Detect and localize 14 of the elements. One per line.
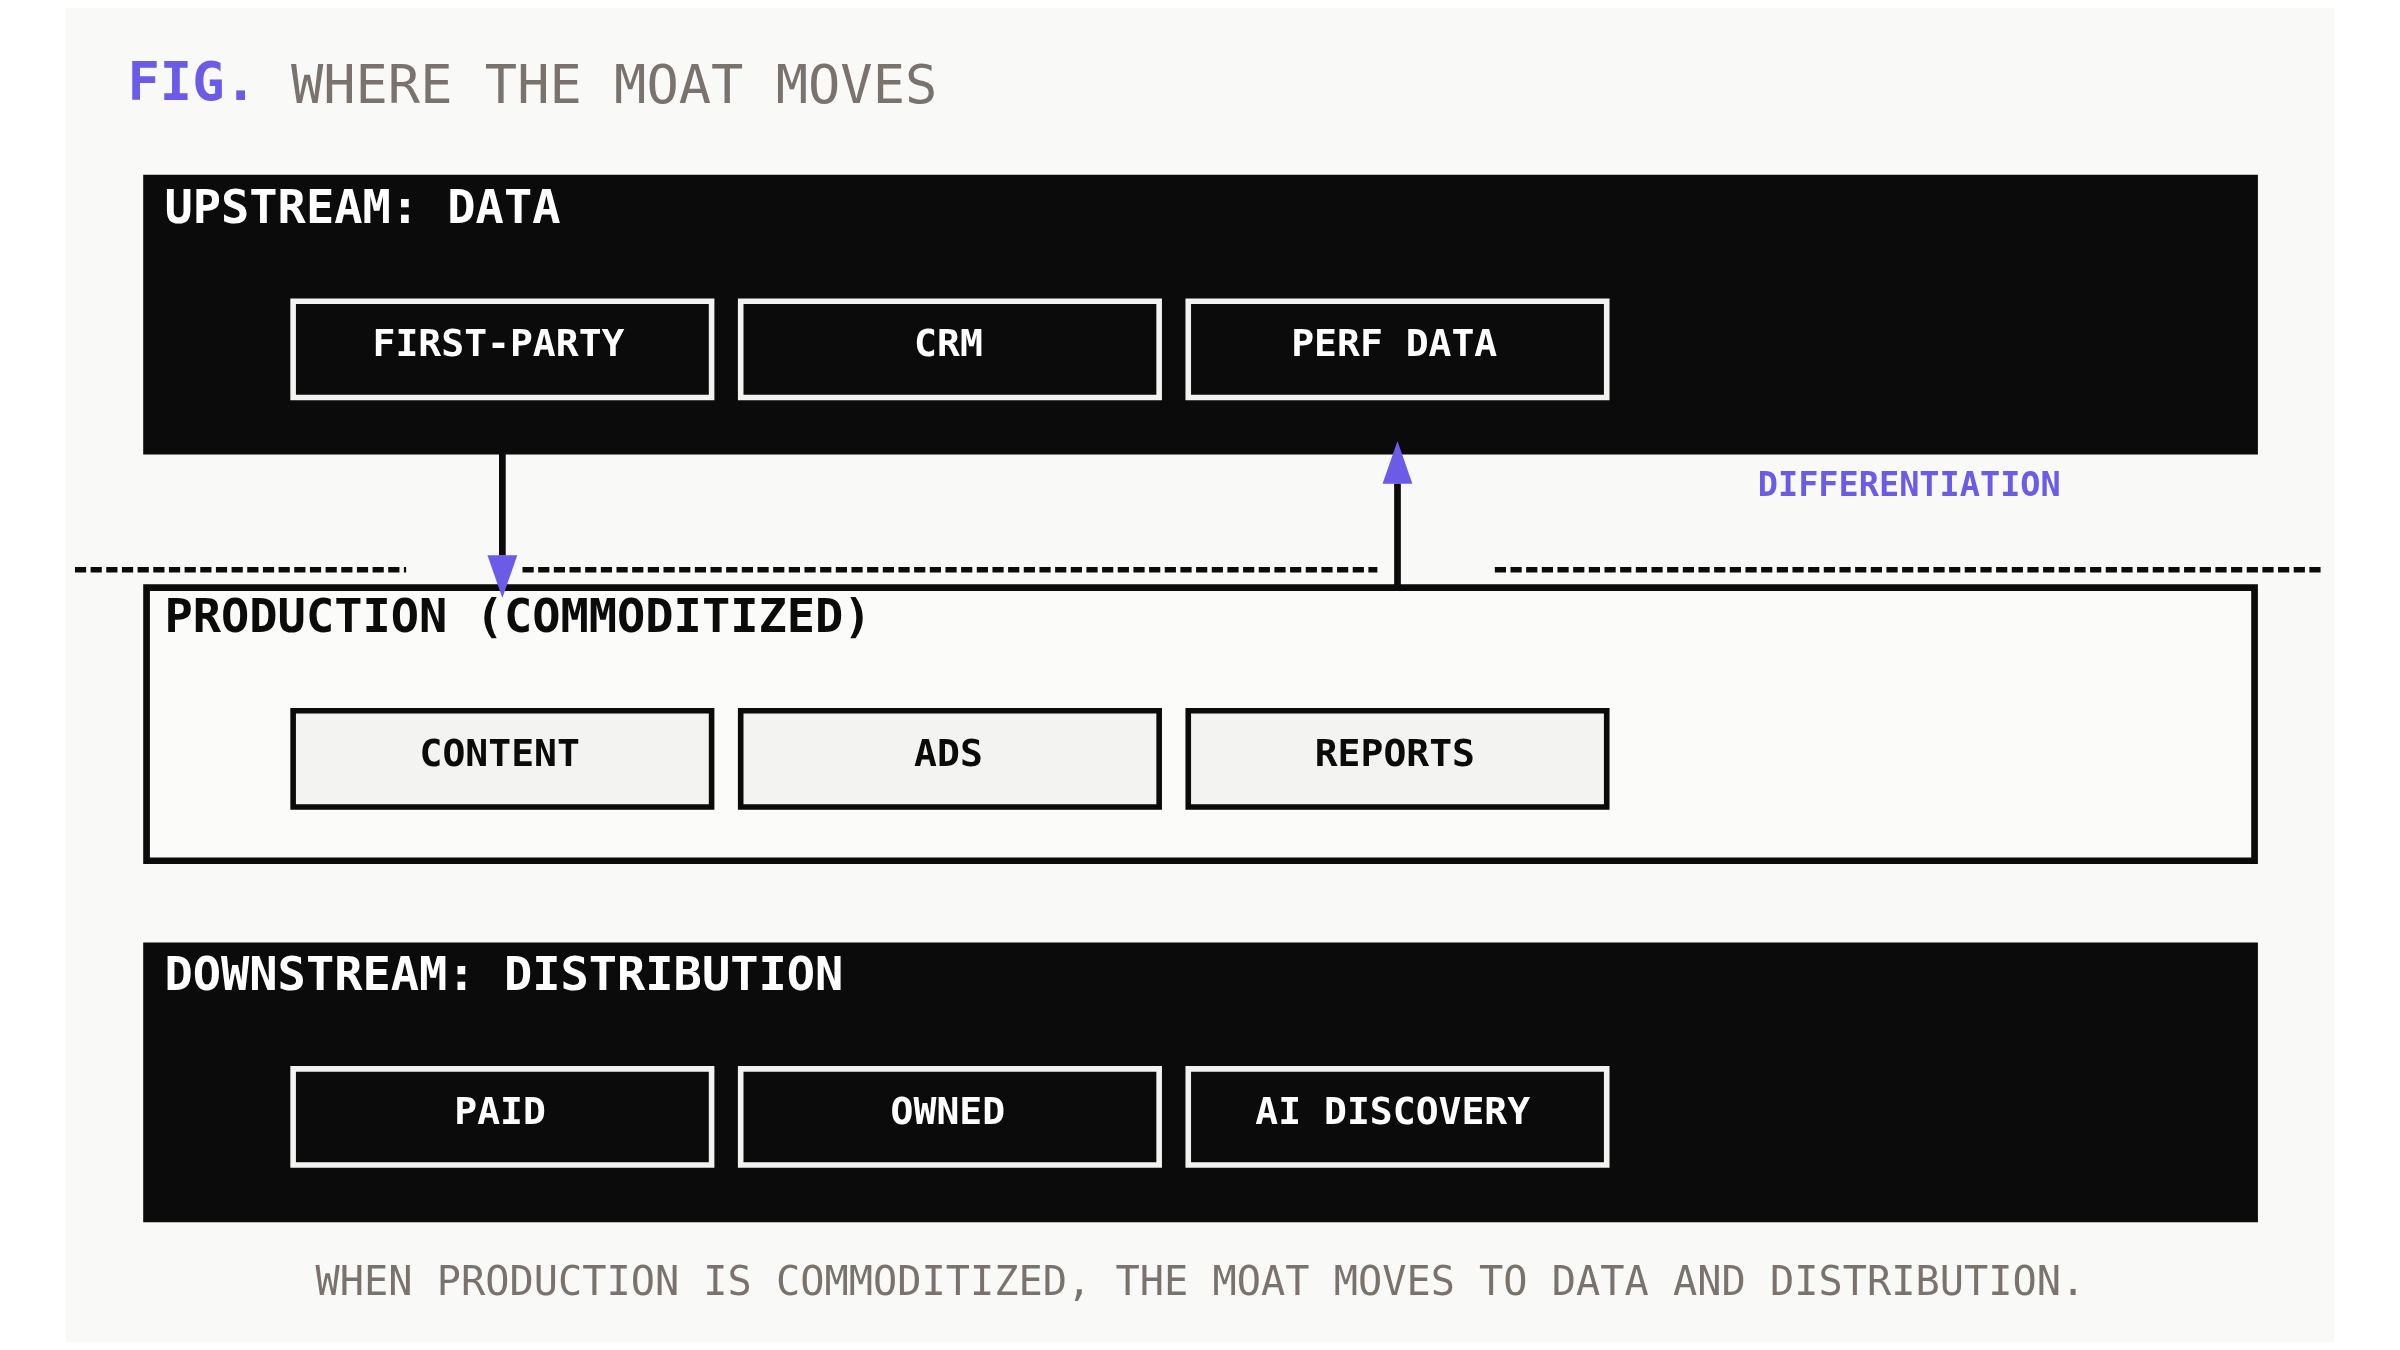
diagram-title: FIG. WHERE THE MOAT MOVES — [127, 50, 938, 116]
node-box: CRM — [737, 298, 1162, 401]
node-box: AI DISCOVERY — [1185, 1066, 1610, 1168]
node-box: PERF DATA — [1185, 298, 1610, 401]
arrow — [487, 451, 518, 598]
node-box: ADS — [737, 708, 1162, 810]
node-box: PAID — [290, 1066, 715, 1168]
label: DIFFERENTIATION — [1757, 464, 2061, 504]
node-box: FIRST-PARTY — [290, 298, 715, 401]
node-box: CONTENT — [290, 708, 715, 810]
node-box: REPORTS — [1185, 708, 1610, 810]
node-box: OWNED — [737, 1066, 1162, 1168]
arrow — [1382, 441, 1413, 588]
caption: WHEN PRODUCTION IS COMMODITIZED, THE MOAT MOVES TO DATA AND DISTRIBUTION. — [315, 1257, 2086, 1304]
